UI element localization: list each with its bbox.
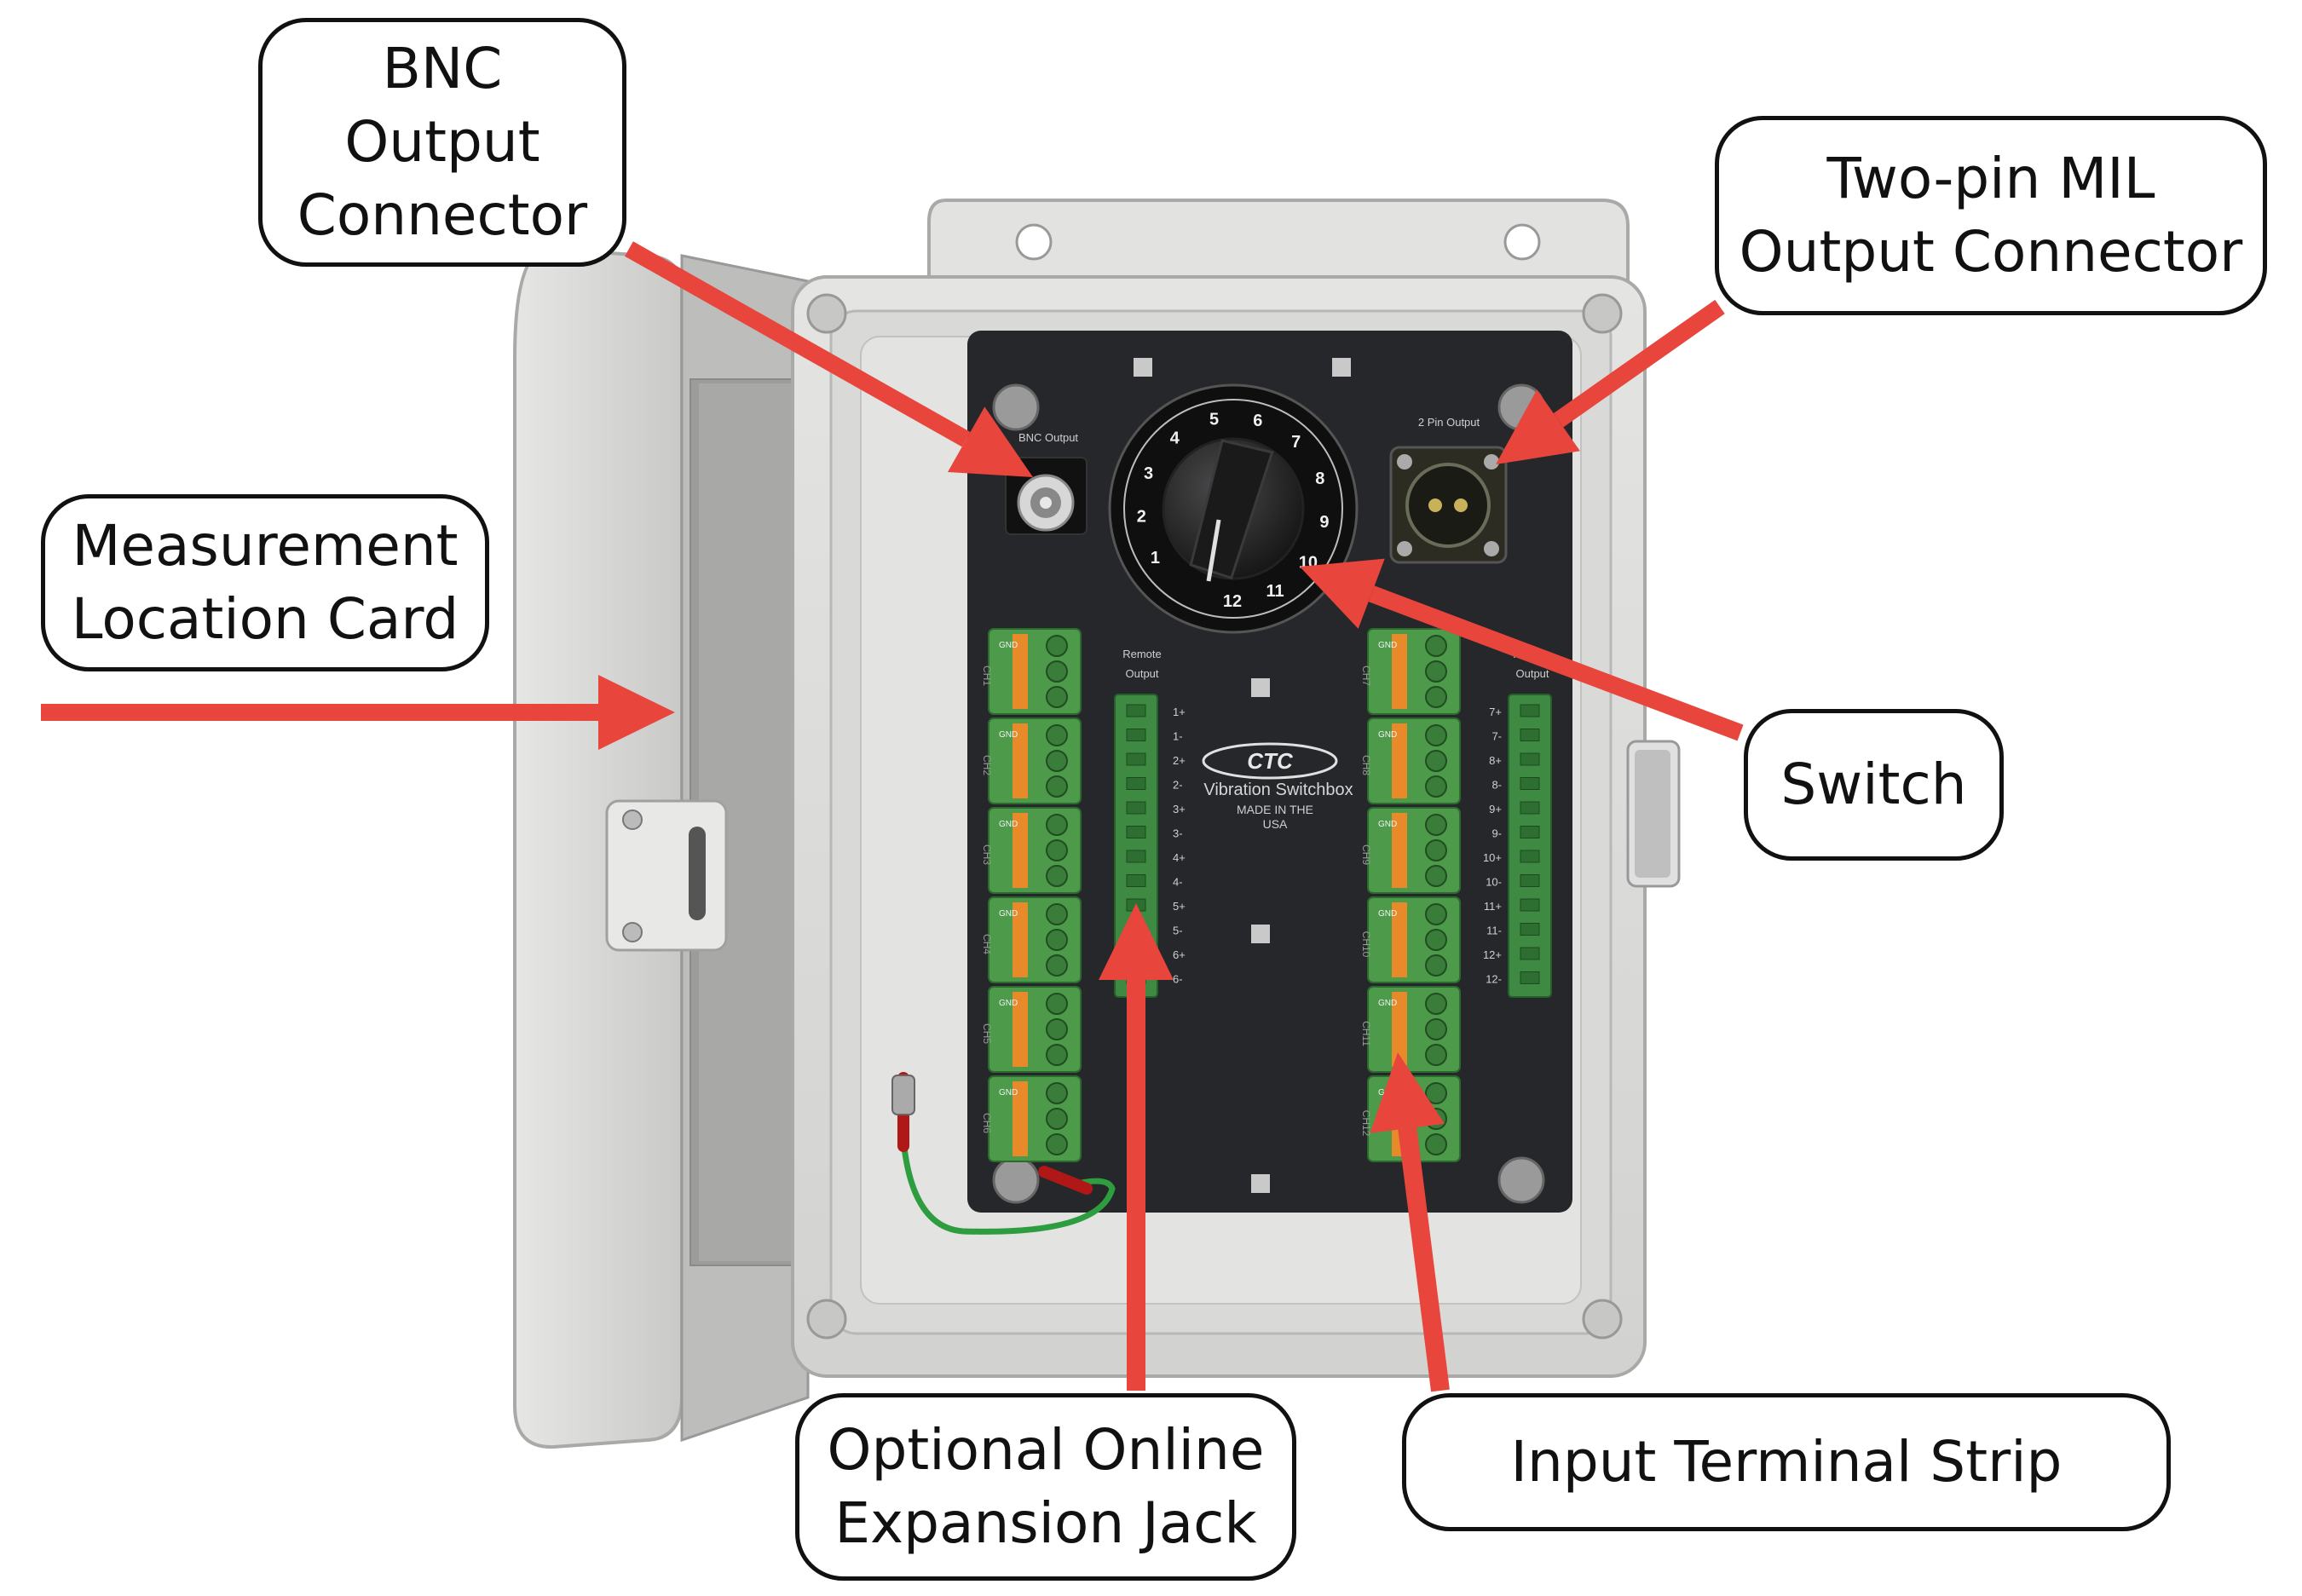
pin-label-12+: 12+: [1483, 948, 1502, 961]
pin-label-1-: 1-: [1173, 730, 1183, 743]
terminal-block-ch4[interactable]: GND CH4: [981, 896, 1082, 983]
gnd-label: GND: [999, 999, 1018, 1008]
channel-label: CH8: [1360, 755, 1372, 775]
pin-label-1+: 1+: [1173, 706, 1186, 718]
remote-output-label-left-1: Remote: [1122, 648, 1162, 660]
dial-position-12: 12: [1223, 592, 1242, 611]
gnd-label: GND: [1378, 999, 1397, 1008]
made-in-line-2: USA: [1263, 817, 1288, 831]
arrow-to-bnc: [625, 241, 1033, 477]
arrow-to-input-terminal: [1370, 1052, 1450, 1392]
enclosure-lid: [513, 246, 810, 1449]
measurement-location-card-callout: Measurement Location Card: [41, 494, 489, 671]
pin-label-7+: 7+: [1489, 706, 1502, 718]
pin-label-12-: 12-: [1486, 973, 1502, 986]
terminal-block-ch1[interactable]: GND CH1: [981, 628, 1082, 715]
channel-label: CH3: [981, 844, 993, 865]
mil-output-label: 2 Pin Output: [1418, 416, 1480, 429]
terminal-block-ch10[interactable]: GND CH10: [1360, 896, 1461, 983]
pin-label-5+: 5+: [1173, 900, 1186, 913]
pin-label-6-: 6-: [1173, 973, 1183, 986]
channel-label: CH2: [981, 755, 993, 775]
dial-position-1: 1: [1151, 549, 1160, 568]
pin-label-4-: 4-: [1173, 876, 1183, 889]
arrow-to-switch: [1300, 558, 1744, 741]
pin-label-2+: 2+: [1173, 754, 1186, 767]
channel-label: CH7: [1360, 665, 1372, 686]
pin-label-4+: 4+: [1173, 851, 1186, 864]
two-pin-mil-output-connector-callout: Two-pin MIL Output Connector: [1715, 116, 2267, 315]
brand-logo: CTC: [1247, 748, 1294, 774]
dial-position-5: 5: [1209, 410, 1219, 429]
annotation-arrows: [41, 241, 1744, 1392]
dial-position-6: 6: [1253, 412, 1262, 430]
expansion-jack-strip[interactable]: Remote Output 1+ 1- 2+ 2- 3+ 3- 4+ 4- 5+ 5- 6+ 6-: [1114, 648, 1186, 998]
product-branding: CTC Vibration Switchbox MADE IN THE USA: [1202, 742, 1353, 831]
bnc-output-label: BNC Output: [1018, 431, 1078, 444]
dial-position-9: 9: [1319, 513, 1329, 532]
pin-label-2-: 2-: [1173, 779, 1183, 792]
input-terminal-strip-callout: Input Terminal Strip: [1402, 1393, 2171, 1531]
pin-label-8+: 8+: [1489, 754, 1502, 767]
pin-label-5-: 5-: [1173, 925, 1183, 937]
mil-connector[interactable]: 2 Pin Output: [1389, 416, 1508, 564]
pin-label-9+: 9+: [1489, 803, 1502, 815]
optional-online-expansion-jack-callout: Optional Online Expansion Jack: [795, 1393, 1296, 1581]
remote-output-label-right-2: Output: [1515, 667, 1549, 680]
terminal-block-ch8[interactable]: GND CH8: [1360, 717, 1461, 804]
dial-position-4: 4: [1170, 429, 1180, 448]
arrow-to-mil: [1496, 299, 1725, 464]
channel-label: CH4: [981, 934, 993, 954]
channel-label: CH12: [1360, 1110, 1372, 1137]
gnd-label: GND: [1378, 730, 1397, 740]
channel-label: CH9: [1360, 844, 1372, 865]
pin-label-7-: 7-: [1491, 730, 1502, 743]
made-in-line-1: MADE IN THE: [1237, 803, 1313, 816]
pin-label-11-: 11-: [1486, 925, 1502, 937]
arrow-to-card: [41, 675, 675, 750]
bnc-output-connector-callout: BNC Output Connector: [258, 18, 626, 267]
pin-label-6+: 6+: [1173, 948, 1186, 961]
terminal-block-ch2[interactable]: GND CH2: [981, 717, 1082, 804]
terminal-block-ch3[interactable]: GND CH3: [981, 807, 1082, 894]
product-name: Vibration Switchbox: [1203, 781, 1353, 799]
pin-label-3+: 3+: [1173, 803, 1186, 815]
gnd-label: GND: [1378, 641, 1397, 650]
channel-label: CH1: [981, 665, 993, 686]
dial-position-8: 8: [1315, 470, 1324, 488]
arrow-to-expansion-jack: [1099, 903, 1174, 1391]
dial-position-3: 3: [1144, 464, 1153, 483]
terminal-block-ch7[interactable]: GND CH7: [1360, 628, 1461, 715]
gnd-label: GND: [999, 1088, 1018, 1098]
terminal-block-ch9[interactable]: GND CH9: [1360, 807, 1461, 894]
remote-output-label-left-2: Output: [1125, 667, 1158, 680]
channel-label: CH6: [981, 1113, 993, 1133]
gnd-label: GND: [1378, 820, 1397, 829]
ground-wire: [891, 1072, 1116, 1235]
pin-label-3-: 3-: [1173, 827, 1183, 840]
dial-position-2: 2: [1137, 507, 1146, 526]
terminal-block-ch5[interactable]: GND CH5: [981, 986, 1082, 1073]
dial-position-11: 11: [1266, 582, 1284, 601]
pin-label-10+: 10+: [1483, 851, 1502, 864]
channel-label: CH11: [1360, 1021, 1372, 1046]
pin-label-10-: 10-: [1486, 876, 1502, 889]
gnd-label: GND: [999, 641, 1018, 650]
terminal-block-ch11[interactable]: GND CH11: [1360, 986, 1461, 1073]
gnd-label: GND: [999, 730, 1018, 740]
channel-label: CH10: [1360, 931, 1372, 958]
pin-label-8-: 8-: [1491, 779, 1502, 792]
switch-callout: Switch: [1744, 709, 2004, 861]
gnd-label: GND: [999, 820, 1018, 829]
dial-position-7: 7: [1291, 433, 1301, 452]
gnd-label: GND: [1378, 909, 1397, 919]
pin-label-11+: 11+: [1484, 900, 1502, 913]
channel-label: CH5: [981, 1023, 993, 1044]
gnd-label: GND: [999, 909, 1018, 919]
pin-label-9-: 9-: [1491, 827, 1502, 840]
terminal-block-ch6[interactable]: GND CH6: [981, 1075, 1082, 1162]
